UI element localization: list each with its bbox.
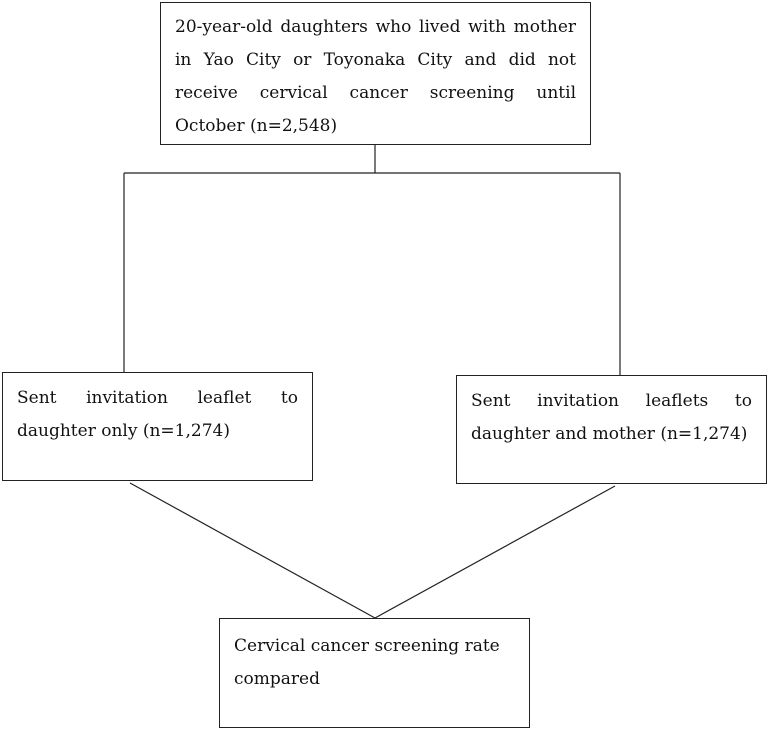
eligible-population-box: 20-year-old daughters who lived with mot… [160,2,591,145]
connector-right-to-outcome [374,485,616,619]
daughter-only-group-box: Sent invitation leaflet to daughter only… [2,372,313,481]
eligible-population-label: 20-year-old daughters who lived with mot… [175,17,576,136]
daughter-only-group-label: Sent invitation leaflet to daughter only… [17,388,298,441]
outcome-label: Cervical cancer screening rate compared [234,636,500,689]
connector-left-to-outcome [129,482,376,619]
daughter-and-mother-group-box: Sent invitation leaflets to daughter and… [456,375,767,484]
daughter-and-mother-group-label: Sent invitation leaflets to daughter and… [471,391,752,444]
outcome-box: Cervical cancer screening rate compared [219,618,530,728]
